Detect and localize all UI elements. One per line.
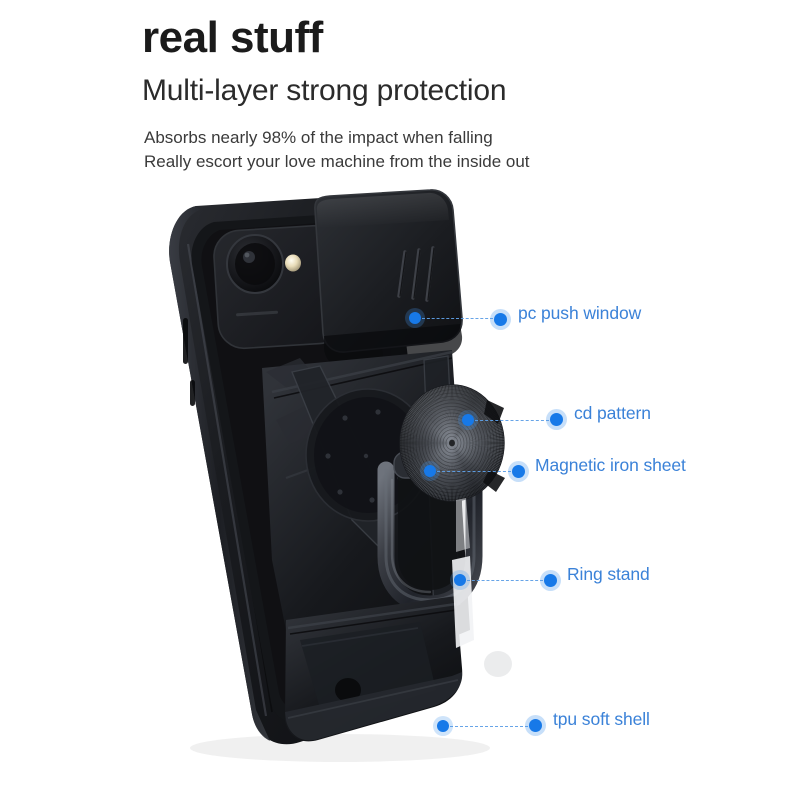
label-dot-tpu-soft-shell[interactable] bbox=[529, 719, 542, 732]
camera-module bbox=[213, 224, 345, 350]
lens-aperture bbox=[243, 251, 255, 263]
volume-button-cutout bbox=[183, 318, 188, 364]
callout-label-cd-pattern: cd pattern bbox=[574, 403, 651, 423]
led-flash bbox=[285, 254, 301, 272]
case-left-rail bbox=[169, 206, 270, 741]
description-line-1: Absorbs nearly 98% of the impact when fa… bbox=[144, 128, 493, 147]
label-dot-ring-stand[interactable] bbox=[544, 574, 557, 587]
page-title: real stuff bbox=[142, 13, 323, 62]
anchor-dot-magnetic-iron-sheet[interactable] bbox=[424, 465, 436, 477]
anchor-dot-tpu-soft-shell[interactable] bbox=[437, 720, 449, 732]
port-cutout bbox=[335, 678, 361, 702]
leader-line-pc-push-window bbox=[422, 318, 493, 319]
camera-hole-highlight bbox=[484, 651, 512, 677]
description-line-2: Really escort your love machine from the… bbox=[144, 152, 530, 172]
callout-label-tpu-soft-shell: tpu soft shell bbox=[553, 709, 650, 729]
tpu-soft-shell-bottom bbox=[285, 596, 512, 742]
anchor-dot-ring-stand[interactable] bbox=[454, 574, 466, 586]
page-subtitle: Multi-layer strong protection bbox=[142, 74, 507, 107]
drop-shadow bbox=[190, 734, 490, 762]
label-dot-pc-push-window[interactable] bbox=[494, 313, 507, 326]
leader-line-ring-stand bbox=[467, 580, 543, 581]
description-text: Absorbs nearly 98% of the impact when fa… bbox=[144, 126, 530, 174]
label-dot-magnetic-iron-sheet[interactable] bbox=[512, 465, 525, 478]
anchor-dot-pc-push-window[interactable] bbox=[409, 312, 421, 324]
leader-line-tpu-soft-shell bbox=[450, 726, 528, 727]
camera-branding bbox=[236, 310, 278, 317]
callout-label-ring-stand: Ring stand bbox=[567, 564, 650, 584]
callout-label-magnetic-iron-sheet: Magnetic iron sheet bbox=[535, 455, 686, 475]
label-dot-cd-pattern[interactable] bbox=[550, 413, 563, 426]
anchor-dot-cd-pattern[interactable] bbox=[462, 414, 474, 426]
camera-slider-cover[interactable] bbox=[314, 189, 463, 368]
leader-line-cd-pattern bbox=[475, 420, 549, 421]
tpu-lip bbox=[285, 672, 463, 741]
power-button-cutout bbox=[190, 380, 195, 406]
ring-highlight bbox=[390, 478, 432, 594]
leader-line-magnetic-iron-sheet bbox=[437, 471, 511, 472]
callout-label-pc-push-window: pc push window bbox=[518, 303, 642, 323]
slider-grip-ridges bbox=[397, 246, 435, 302]
magnet-plate-recess bbox=[305, 388, 431, 522]
